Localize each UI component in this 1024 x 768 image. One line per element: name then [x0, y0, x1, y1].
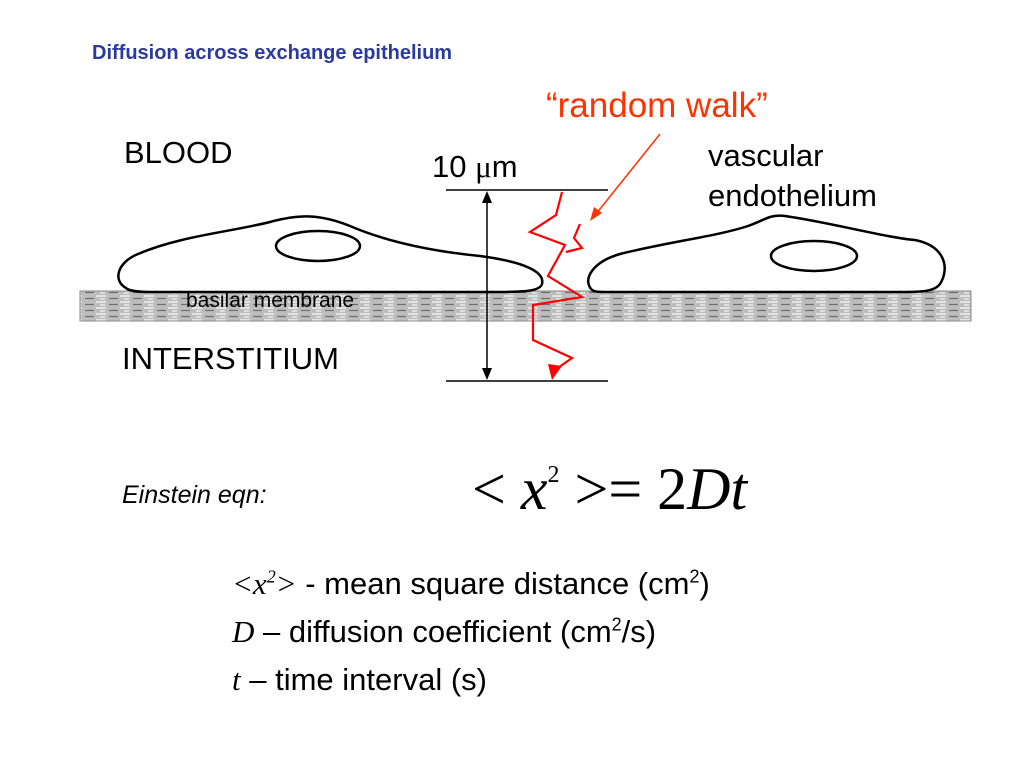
- vascular-label: vascular: [708, 138, 824, 173]
- legend-symbol: D: [232, 614, 255, 649]
- legend-text-sup: 2: [689, 566, 700, 587]
- legend-text-sup: 2: [611, 614, 622, 635]
- legend-symbol-end: >: [275, 566, 297, 601]
- eq-D: D: [687, 456, 731, 522]
- legend-symbol: <x: [232, 566, 267, 601]
- distance-arrow-head-bottom: [482, 368, 492, 380]
- slide-title: Diffusion across exchange epithelium: [92, 42, 453, 64]
- distance-label: 10 μm: [432, 149, 518, 185]
- random-walk-pointer-line: [595, 133, 661, 215]
- basilar-membrane-band: [79, 290, 972, 322]
- legend-symbol-sup: 2: [266, 566, 276, 587]
- basilar-membrane-label: basilar membrane: [186, 289, 355, 312]
- legend-mean-square-distance: <x2> - mean square distance (cm2): [232, 566, 710, 602]
- distance-mu: μ: [475, 149, 492, 184]
- random-walk-arrowhead: [548, 364, 562, 380]
- eq-x: x: [520, 456, 548, 522]
- endothelium-label: endothelium: [708, 178, 877, 213]
- random-walk-pointer-head: [590, 207, 602, 221]
- legend-text: – time interval (s): [240, 662, 487, 697]
- distance-number: 10: [432, 149, 467, 184]
- legend-text-end: ): [699, 566, 710, 601]
- distance-unit: m: [491, 149, 518, 184]
- cell-nucleus-left: [274, 229, 362, 263]
- eq-lt: <: [472, 456, 521, 522]
- eq-gt-eq: >= 2: [559, 456, 688, 522]
- eq-exponent: 2: [547, 462, 560, 488]
- eq-t: t: [730, 456, 748, 522]
- legend-text: - mean square distance (cm: [296, 566, 690, 601]
- legend-symbol: t: [232, 662, 241, 697]
- legend-text: – diffusion coefficient (cm: [254, 614, 612, 649]
- legend-diffusion-coefficient: D – diffusion coefficient (cm2/s): [232, 614, 656, 650]
- random-walk-path-branch: [565, 223, 584, 254]
- interstitium-label: INTERSTITIUM: [122, 341, 339, 376]
- einstein-eqn-label: Einstein eqn:: [122, 481, 267, 509]
- legend-time-interval: t – time interval (s): [232, 662, 487, 698]
- endothelial-cell-right: [586, 214, 946, 294]
- distance-arrow-head-top: [482, 191, 492, 203]
- random-walk-label: “random walk”: [546, 86, 768, 125]
- random-walk-path: [527, 191, 586, 371]
- einstein-equation: < x2 >= 2Dt: [472, 455, 747, 524]
- cell-nucleus-right: [769, 239, 859, 273]
- blood-label: BLOOD: [124, 135, 233, 170]
- legend-text-end: /s): [621, 614, 657, 649]
